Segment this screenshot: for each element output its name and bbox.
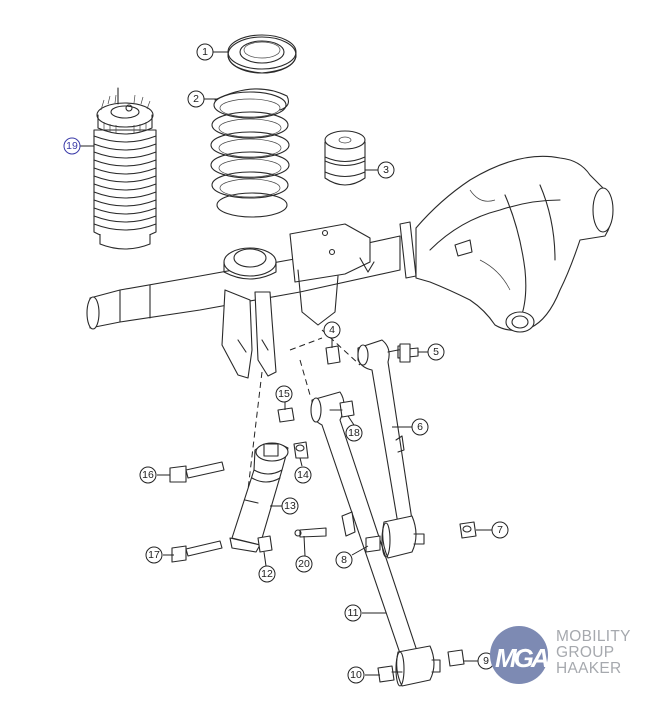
callout-14: 14 xyxy=(294,466,312,484)
part-11-lower-control-arm xyxy=(310,391,441,687)
svg-text:6: 6 xyxy=(417,421,423,433)
fasteners xyxy=(169,343,477,683)
logo-circle-icon: MGA xyxy=(490,626,550,684)
logo-line-3: HAAKER xyxy=(556,660,622,677)
svg-text:18: 18 xyxy=(348,427,360,439)
part-2-coil-spring xyxy=(210,88,290,218)
logo-line-2: GROUP xyxy=(556,644,615,661)
part-3-jounce-bumper xyxy=(324,130,366,186)
svg-text:15: 15 xyxy=(278,388,290,400)
part-1-spring-isolator xyxy=(227,34,297,74)
callout-16: 16 xyxy=(139,466,157,484)
svg-text:9: 9 xyxy=(483,655,489,667)
svg-text:11: 11 xyxy=(348,607,359,619)
part-6-upper-control-arm xyxy=(357,339,413,525)
callout-3: 3 xyxy=(377,161,395,179)
callout-17: 17 xyxy=(145,546,163,564)
callout-4: 4 xyxy=(323,321,341,339)
part-13-shock-absorber xyxy=(229,442,289,553)
callout-11: 11 xyxy=(344,604,362,622)
logo-wordmark: MOBILITY GROUP HAAKER xyxy=(556,629,631,677)
nut-4 xyxy=(325,345,341,365)
callout-10: 10 xyxy=(347,666,365,684)
logo-line-1: MOBILITY xyxy=(556,628,631,645)
callout-6: 6 xyxy=(411,418,429,436)
mobility-group-haaker-logo: MGA MOBILITY GROUP HAAKER xyxy=(490,623,646,687)
callout-20: 20 xyxy=(295,555,313,573)
callout-19: 19 xyxy=(63,137,81,155)
callout-12: 12 xyxy=(258,565,276,583)
leader-lines xyxy=(80,51,492,676)
callout-5: 5 xyxy=(427,343,445,361)
part-19-air-spring xyxy=(93,87,157,250)
callout-18: 18 xyxy=(345,424,363,442)
callout-1: 1 xyxy=(196,43,214,61)
callout-7: 7 xyxy=(491,521,509,539)
callout-15: 15 xyxy=(275,385,293,403)
svg-text:8: 8 xyxy=(341,554,347,566)
logo-mark: MGA xyxy=(495,643,550,673)
svg-text:5: 5 xyxy=(433,346,439,358)
svg-text:14: 14 xyxy=(297,469,309,481)
svg-text:16: 16 xyxy=(142,469,154,481)
svg-text:17: 17 xyxy=(148,549,160,561)
rear-axle-housing xyxy=(86,155,614,379)
svg-text:1: 1 xyxy=(202,46,208,58)
callout-13: 13 xyxy=(281,497,299,515)
svg-text:3: 3 xyxy=(383,164,389,176)
svg-text:10: 10 xyxy=(350,669,362,681)
svg-text:4: 4 xyxy=(329,324,335,336)
svg-text:20: 20 xyxy=(298,558,310,570)
callout-2: 2 xyxy=(187,90,205,108)
svg-text:12: 12 xyxy=(261,568,273,580)
svg-text:7: 7 xyxy=(497,524,503,536)
svg-text:19: 19 xyxy=(66,140,78,152)
svg-text:13: 13 xyxy=(284,500,296,512)
svg-text:2: 2 xyxy=(193,93,199,105)
callout-8: 8 xyxy=(335,551,353,569)
